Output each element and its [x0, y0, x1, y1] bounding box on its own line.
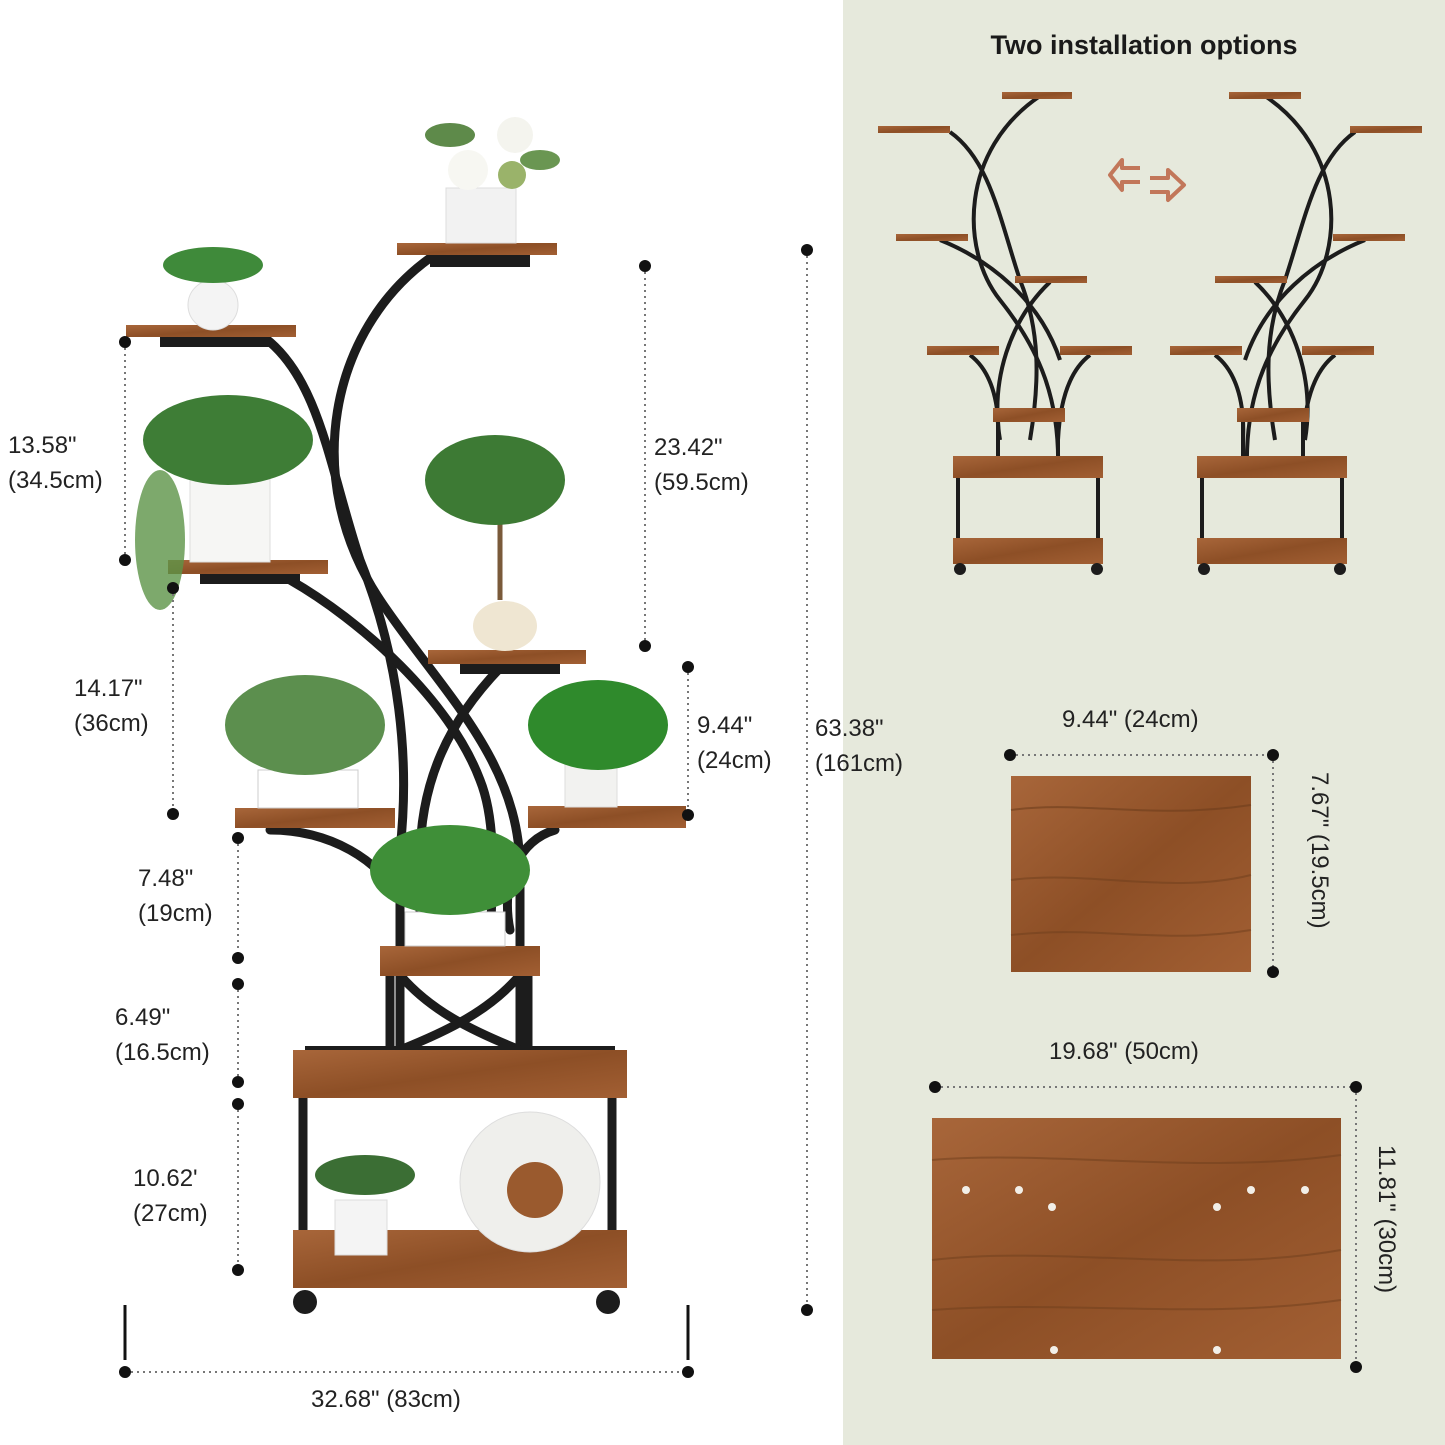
dim-inches: 14.17" [74, 675, 143, 702]
stand-frame [260, 253, 617, 1250]
dim-9-44: 9.44" (24cm) [697, 708, 772, 778]
dim-13-58: 13.58" (34.5cm) [8, 428, 103, 498]
dim-cm: (27cm) [133, 1200, 208, 1227]
main-plant-stand [126, 117, 686, 1314]
stand-shelves [126, 243, 686, 1288]
dim-inches: 23.42" [654, 434, 723, 461]
dim-23-42: 23.42" (59.5cm) [654, 430, 749, 500]
dim-14-17: 14.17" (36cm) [74, 671, 149, 741]
small-shelf-board [1010, 776, 1252, 972]
dim-cm: (36cm) [74, 710, 149, 737]
dim-large-board-height: 11.81" (30cm) [1373, 1145, 1400, 1294]
dim-63-38: 63.38" (161cm) [815, 711, 903, 781]
dim-inches: 63.38" [815, 715, 884, 742]
dim-cm: (34.5cm) [8, 467, 103, 494]
dim-inches: 9.44" [697, 712, 753, 739]
dim-7-48: 7.48" (19cm) [138, 861, 213, 931]
dim-inches: 10.62' [133, 1165, 198, 1192]
dimension-lines [124, 250, 1357, 1373]
dim-inches: 13.58" [8, 432, 77, 459]
dim-cm: (19cm) [138, 900, 213, 927]
option-b-stand [1170, 92, 1422, 575]
dim-cm: (59.5cm) [654, 469, 749, 496]
installation-options-title: Two installation options [990, 30, 1298, 60]
large-shelf-board [931, 1118, 1342, 1359]
dim-6-49: 6.49" (16.5cm) [115, 1000, 210, 1070]
option-a-stand [878, 92, 1132, 575]
dim-overall-width: 32.68" (83cm) [311, 1386, 461, 1413]
dim-inches: 7.48" [138, 865, 194, 892]
width-end-ticks [123, 1305, 690, 1360]
dim-small-board-width: 9.44" (24cm) [1062, 706, 1199, 733]
dim-cm: (161cm) [815, 750, 904, 777]
dim-inches: 6.49" [115, 1004, 171, 1031]
dim-10-62: 10.62' (27cm) [133, 1161, 208, 1231]
dimension-dots [119, 244, 1362, 1378]
swap-arrows-icon [1108, 158, 1186, 202]
dim-small-board-height: 7.67" (19.5cm) [1306, 772, 1333, 929]
dim-cm: (24cm) [697, 747, 772, 774]
dim-cm: (16.5cm) [115, 1039, 210, 1066]
dim-large-board-width: 19.68" (50cm) [1049, 1038, 1199, 1065]
potted-plants [135, 117, 668, 1256]
stand-wheels [293, 1290, 620, 1314]
